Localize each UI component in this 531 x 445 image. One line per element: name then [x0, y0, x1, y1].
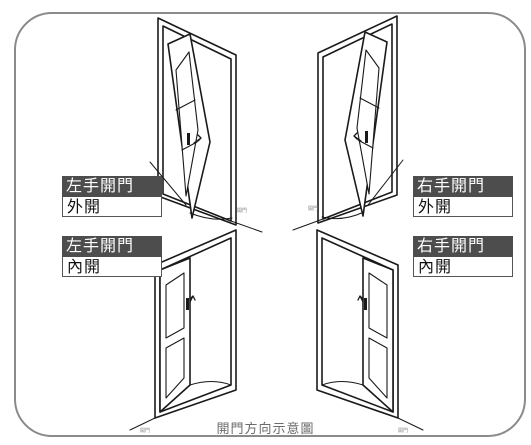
rounded-frame	[14, 12, 526, 437]
label-swing: 內開	[413, 257, 513, 277]
label-left-inswing: 左手開門 內開	[62, 236, 162, 277]
label-right-outswing: 右手開門 外開	[413, 176, 513, 217]
label-right-inswing: 右手開門 內開	[413, 236, 513, 277]
door-marker: 開門	[140, 428, 150, 434]
door-right-inswing: 開門	[316, 229, 424, 434]
label-swing: 外開	[413, 197, 513, 217]
door-marker: 開門	[308, 206, 318, 212]
label-hand: 右手開門	[413, 236, 513, 257]
door-marker: 開門	[237, 208, 247, 214]
label-swing: 內開	[62, 257, 162, 277]
label-hand: 左手開門	[62, 236, 162, 257]
label-hand: 左手開門	[62, 176, 162, 197]
label-hand: 右手開門	[413, 176, 513, 197]
diagram-caption: 開門方向示意圖	[216, 422, 315, 437]
door-left-inswing: 開門	[129, 229, 237, 434]
door-left-outswing: 開門	[149, 17, 263, 233]
door-marker: 開門	[398, 428, 408, 434]
label-left-outswing: 左手開門 外開	[62, 176, 162, 217]
door-right-outswing: 開門	[292, 15, 404, 231]
label-swing: 外開	[62, 197, 162, 217]
